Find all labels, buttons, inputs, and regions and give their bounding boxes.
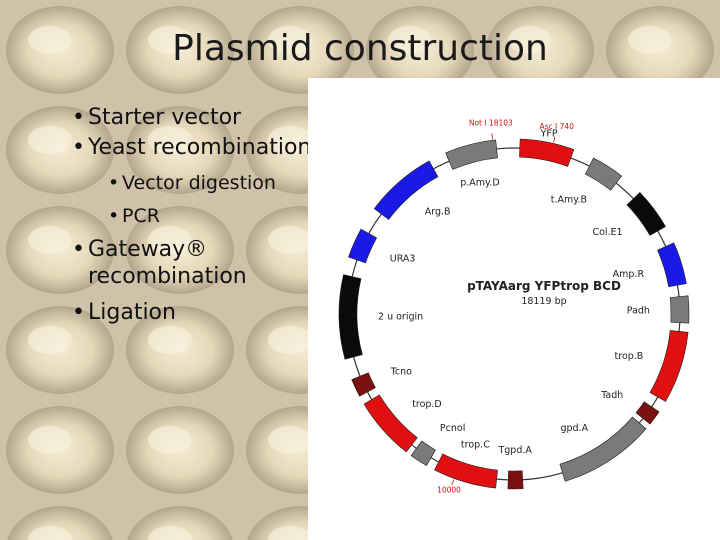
- feature-amp-r: [657, 242, 687, 288]
- feature-label-2-u-origin: 2 u origin: [378, 311, 423, 322]
- feature-label-t-amy-b: t.Amy.B: [551, 194, 587, 205]
- plasmid-size: 18119 bp: [521, 296, 566, 307]
- feature-label-padh: Padh: [627, 305, 650, 316]
- bullet-vector-digestion: Vector digestion: [108, 172, 332, 195]
- bullet-yeast-recombination: Yeast recombination: [72, 135, 332, 162]
- bullet-list: Starter vector Yeast recombination Vecto…: [72, 105, 332, 337]
- feature-label-tadh: Tadh: [600, 390, 623, 401]
- feature-2-u-origin: [338, 274, 363, 360]
- feature-trop-c: [434, 453, 498, 489]
- feature-label-ura3: URA3: [390, 254, 416, 265]
- feature-ura3: [348, 228, 378, 264]
- site-label: Not I 18103: [469, 118, 513, 127]
- feature-label-p-amy-d: p.Amy.D: [460, 177, 499, 188]
- feature-p-amy-d: [445, 139, 498, 170]
- feature-arg-b: [373, 160, 439, 220]
- feature-label-trop-b: trop.B: [615, 351, 644, 362]
- site-tick: [451, 479, 455, 486]
- bullet-pcr: PCR: [108, 205, 332, 228]
- slide-title: Plasmid construction: [172, 28, 548, 69]
- site-tick: [553, 136, 556, 143]
- bullet-gateway-recombination: Gateway® recombination: [72, 237, 332, 290]
- feature-trop-b: [649, 330, 689, 402]
- feature-padh: [669, 295, 690, 324]
- feature-label-trop-c: trop.C: [461, 439, 490, 450]
- bullet-starter-vector: Starter vector: [72, 105, 332, 132]
- feature-label-tcno: Tcno: [390, 366, 412, 377]
- feature-label-amp-r: Amp.R: [613, 269, 645, 280]
- feature-label-yfp: YFP: [540, 128, 558, 139]
- feature-tadh: [635, 401, 660, 425]
- site-tick: [491, 133, 493, 140]
- feature-t-amy-b: [584, 157, 623, 191]
- feature-label-col-e1: Col.E1: [592, 227, 622, 238]
- site-label: Asc I 740: [540, 122, 575, 131]
- bullet-ligation: Ligation: [72, 300, 332, 327]
- feature-trop-d: [363, 394, 418, 453]
- feature-label-arg-b: Arg.B: [425, 206, 451, 217]
- feature-tcno: [351, 372, 376, 397]
- feature-label-trop-d: trop.D: [412, 399, 442, 410]
- plasmid-name: pTAYAarg YFPtrop BCD: [467, 279, 621, 293]
- plasmid-sites: Not I 18103 Asc I 740 10000: [437, 118, 574, 494]
- feature-gpd-a: [559, 416, 647, 482]
- feature-pcnol: [410, 440, 436, 466]
- feature-tgpd-a: [507, 470, 524, 490]
- feature-label-pcnol: Pcnol: [440, 423, 465, 434]
- feature-yfp: [519, 138, 575, 167]
- feature-label-gpd-a: gpd.A: [560, 423, 588, 434]
- site-label: 10000: [437, 486, 461, 495]
- feature-label-tgpd-a: Tgpd.A: [497, 445, 532, 456]
- feature-col-e1: [626, 192, 666, 236]
